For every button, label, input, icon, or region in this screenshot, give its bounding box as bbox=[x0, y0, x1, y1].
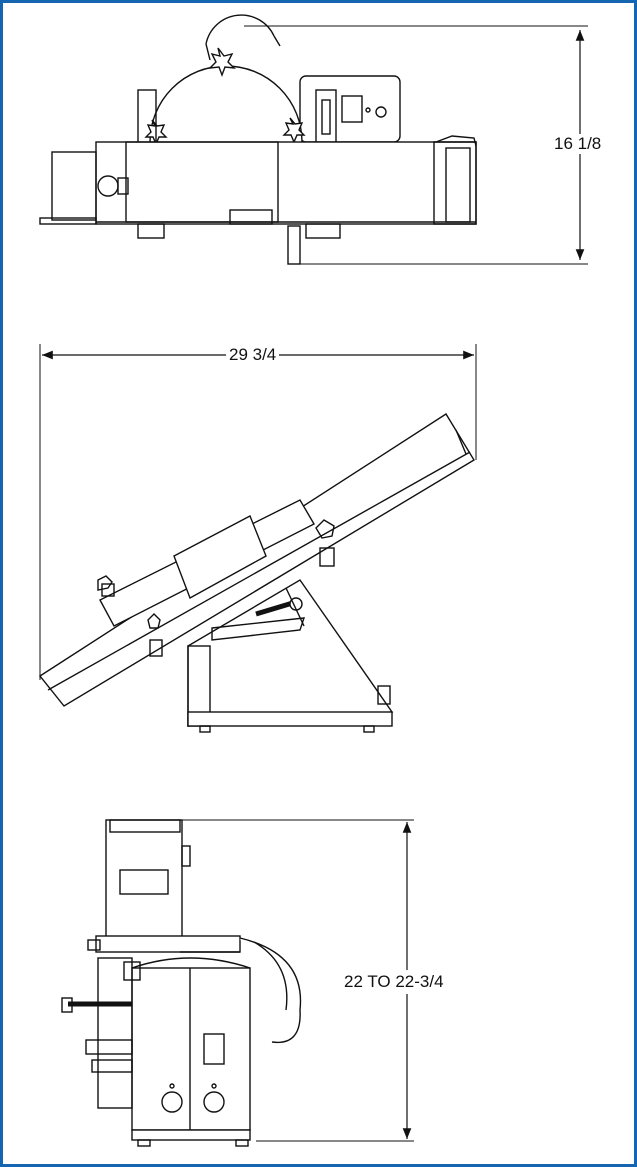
top-view bbox=[39, 14, 588, 265]
top-view-dimension-label: 16 1/8 bbox=[554, 134, 602, 154]
side-view-dimension-label: 29 3/4 bbox=[226, 345, 280, 365]
front-view-dimension-label: 22 TO 22-3/4 bbox=[344, 970, 444, 994]
front-view bbox=[61, 819, 414, 1147]
side-view bbox=[38, 344, 477, 733]
